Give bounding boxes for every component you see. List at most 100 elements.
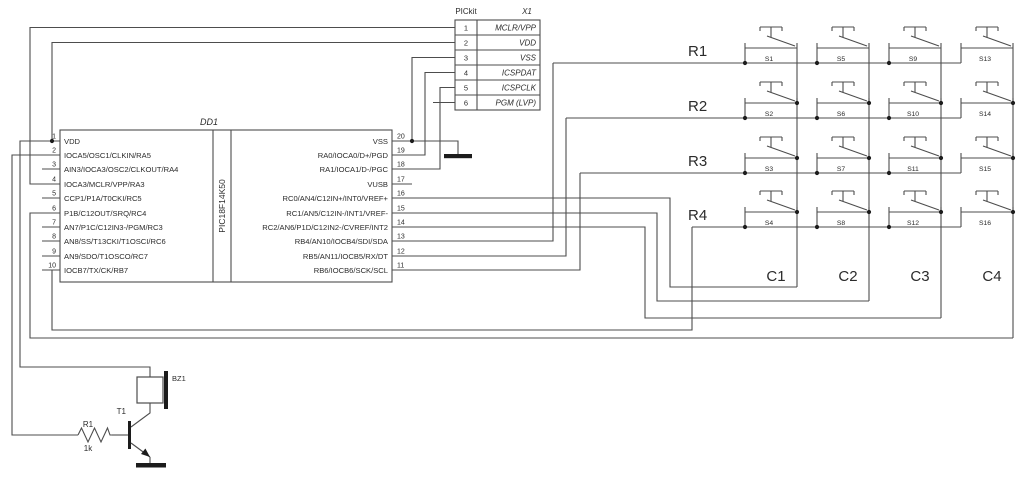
- switch-arm: [910, 199, 940, 211]
- col-label-c2: C2: [838, 268, 857, 285]
- pin-name: IOCB7/TX/CK/RB7: [64, 266, 128, 275]
- switch-s8: S8: [816, 190, 870, 227]
- switch-label: S15: [979, 166, 991, 173]
- switch-s5: S5: [816, 26, 870, 63]
- pin-number: 5: [52, 191, 56, 198]
- switch-s2: S2: [744, 81, 798, 118]
- switch-arm: [910, 35, 940, 47]
- pin-number: 14: [397, 220, 405, 227]
- switch-label: S9: [909, 56, 918, 63]
- pin-name: VDD: [64, 137, 81, 146]
- switch-actuator: [831, 81, 855, 92]
- wire-rc1-c2: [392, 212, 869, 302]
- switch-contact-tick: [816, 43, 870, 48]
- row-label-r1: R1: [688, 43, 707, 60]
- pin-name: VSS: [373, 137, 388, 146]
- pin-name: AN9/SDO/T1OSCO/RC7: [64, 252, 148, 261]
- connector-pin-name: ICSPCLK: [502, 83, 537, 92]
- switch-actuator: [831, 26, 855, 37]
- junction-dot: [938, 209, 944, 215]
- junction-dot: [1010, 100, 1016, 106]
- wire-vss: [411, 56, 455, 141]
- pin-name: IOCA5/OSC1/CLKIN/RA5: [64, 151, 151, 160]
- pin-number: 11: [397, 263, 404, 270]
- switch-actuator: [831, 136, 855, 147]
- junction-dot: [794, 209, 800, 215]
- static-labels: PICkit X1 DD1 PIC18F14K50 R1 R2 R3 R4 C1…: [83, 7, 1002, 453]
- switch-contact-tick: [744, 43, 798, 48]
- wire-rb5-r2: [392, 118, 567, 257]
- pin-number: 16: [397, 191, 405, 198]
- switch-arm: [910, 90, 940, 102]
- wire-ra5-base: [11, 154, 78, 436]
- pin-name: CCP1/P1A/T0CKI/RC5: [64, 194, 142, 203]
- switch-actuator: [903, 81, 927, 92]
- wire-rb6-r3: [392, 173, 581, 271]
- pin-number: 9: [52, 249, 56, 256]
- switch-arm: [766, 90, 796, 102]
- switch-label: S13: [979, 56, 991, 63]
- switch-label: S5: [837, 56, 846, 63]
- connector-pin-number: 2: [464, 38, 468, 47]
- switch-s12: S12: [888, 190, 942, 227]
- wire-icspdat: [392, 71, 455, 156]
- resistor-ref: R1: [83, 420, 94, 429]
- junction-dot: [866, 100, 872, 106]
- switch-actuator: [759, 26, 783, 37]
- transistor-ref: T1: [117, 407, 127, 416]
- connector-pin-name: VDD: [519, 38, 536, 47]
- switch-arm: [838, 145, 868, 157]
- connector-pin-name: MCLR/VPP: [495, 23, 537, 32]
- junction-dot: [794, 100, 800, 106]
- switch-arm: [982, 35, 1012, 47]
- switch-label: S4: [765, 220, 774, 227]
- connector-label: PICkit: [455, 7, 477, 16]
- pin-name: RA0/IOCA0/D+/PGD: [318, 151, 389, 160]
- pin-name: AN8/SS/T13CKI/T1OSCI/RC6: [64, 237, 166, 246]
- junction-dot: [742, 60, 748, 66]
- junction-dot: [1010, 209, 1016, 215]
- switch-actuator: [759, 190, 783, 201]
- wire-mclr: [29, 26, 455, 185]
- pin-number: 17: [397, 177, 405, 184]
- junction-dot: [938, 155, 944, 161]
- junction-dot: [866, 209, 872, 215]
- pin-name: VUSB: [367, 180, 388, 189]
- pin-name: P1B/C12OUT/SRQ/RC4: [64, 209, 146, 218]
- pin-number: 19: [397, 148, 405, 155]
- buzzer-bar: [164, 371, 168, 409]
- switch-s10: S10: [888, 81, 942, 118]
- junction-dot: [886, 115, 892, 121]
- switch-arm: [910, 145, 940, 157]
- switch-actuator: [975, 81, 999, 92]
- switch-arm: [838, 199, 868, 211]
- switch-s16: S16: [960, 190, 1014, 227]
- junction-dot: [742, 115, 748, 121]
- junction-dot: [814, 115, 820, 121]
- pin-name: AN7/P1C/C12IN3-/PGM/RC3: [64, 223, 163, 232]
- switch-actuator: [975, 26, 999, 37]
- connector-pin-number: 3: [464, 53, 468, 62]
- resistor-value: 1k: [84, 444, 93, 453]
- switch-label: S16: [979, 220, 991, 227]
- wire-vdd-buzzer: [19, 140, 151, 377]
- connector-pin-number: 6: [464, 98, 468, 107]
- switch-actuator: [831, 190, 855, 201]
- pin-name: RC0/AN4/C12IN+/INT0/VREF+: [282, 194, 388, 203]
- switch-label: S3: [765, 166, 774, 173]
- switch-s13: S13: [960, 26, 1014, 63]
- switch-arm: [982, 90, 1012, 102]
- buzzer-body: [136, 376, 164, 404]
- connector-pin-name: PGM (LVP): [496, 98, 537, 107]
- pin-number: 8: [52, 234, 56, 241]
- pin-name: RB5/AN11/IOCB5/RX/DT: [303, 252, 388, 261]
- pin-name: RB4/AN10/IOCB4/SDI/SDA: [295, 237, 389, 246]
- buzzer-ref: BZ1: [172, 374, 186, 383]
- wires: [11, 26, 1013, 436]
- pin-name: IOCA3/MCLR/VPP/RA3: [64, 180, 145, 189]
- pin-number: 1: [52, 134, 56, 141]
- row-label-r4: R4: [688, 207, 707, 224]
- junction-dot: [409, 138, 415, 144]
- junction-dot: [814, 170, 820, 176]
